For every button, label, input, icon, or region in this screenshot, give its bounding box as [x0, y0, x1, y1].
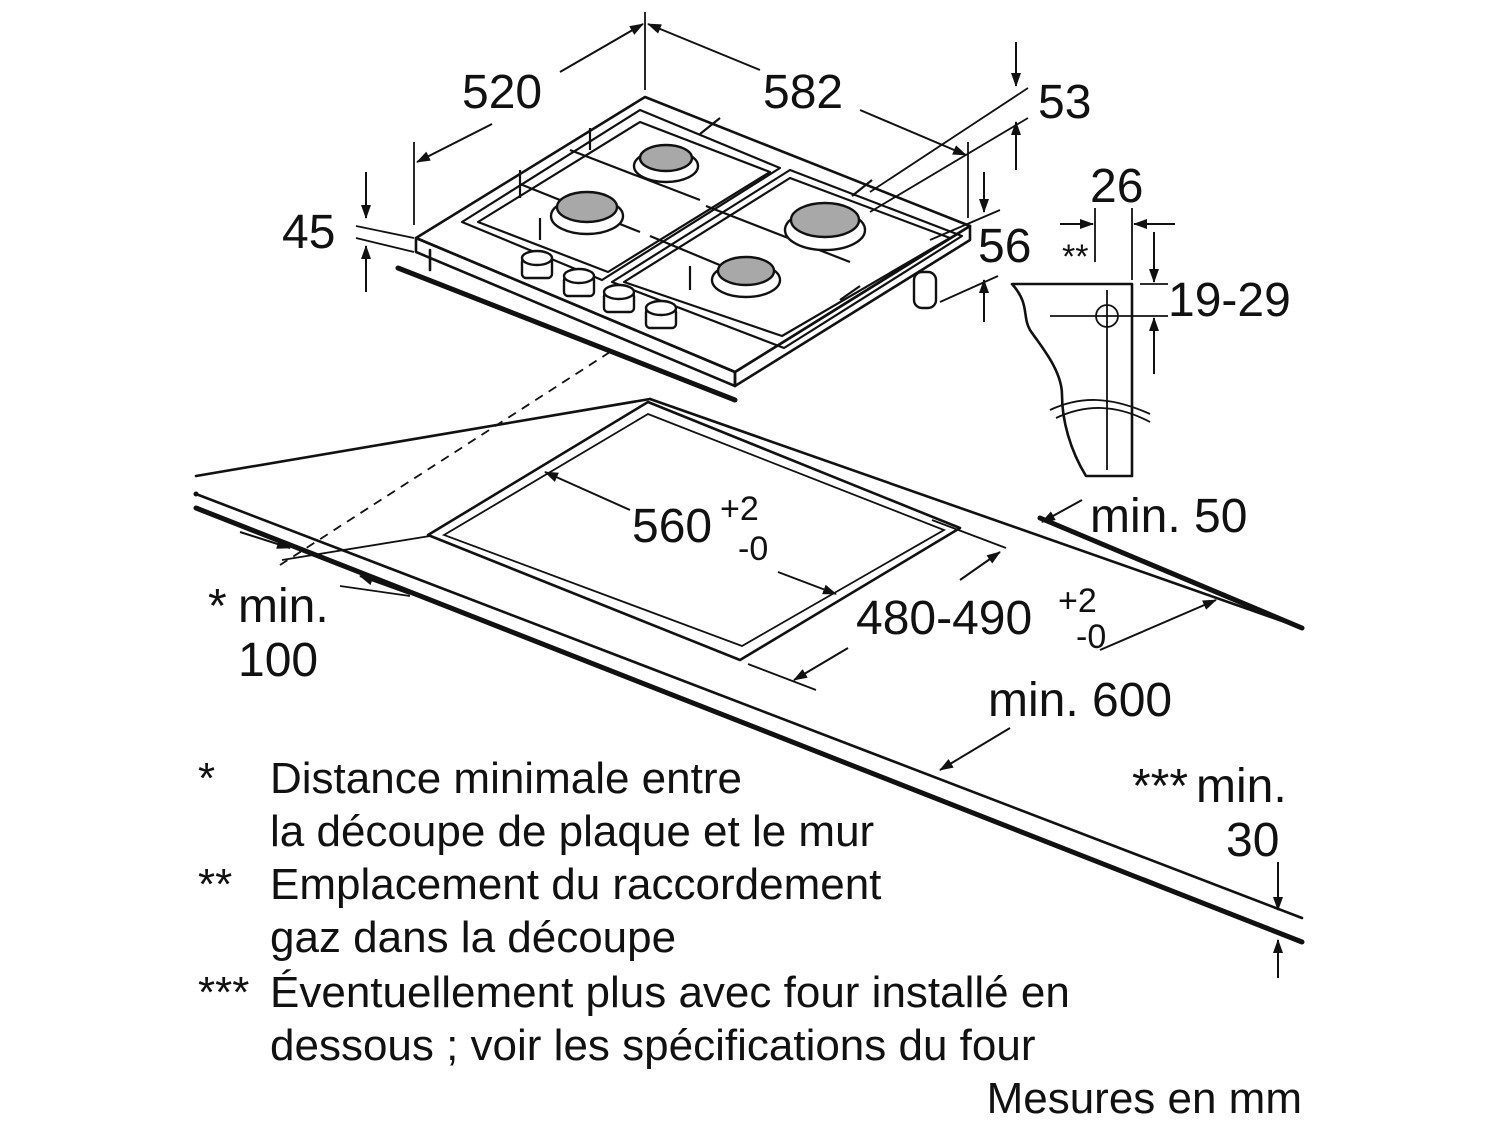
- cutout-width-base: 560: [632, 500, 712, 553]
- dim-min-wall: * min. 100: [208, 580, 329, 687]
- cutout: [426, 400, 962, 662]
- legend-line: dessous ; voir les spécifications du fou…: [270, 1021, 1036, 1070]
- connection-mark: **: [1062, 238, 1088, 276]
- cutout-depth-tol-minus: -0: [1076, 618, 1106, 656]
- control-knobs: [520, 249, 678, 330]
- cutout-depth-tol-plus: +2: [1058, 582, 1097, 620]
- legend-note-1: * Distance minimale entre la découpe de …: [198, 752, 1098, 858]
- units-note: Mesures en mm: [986, 1074, 1302, 1123]
- dimension-lines: [239, 12, 1283, 978]
- min-wall-label: min.: [238, 580, 329, 633]
- legend-line: Distance minimale entre: [270, 754, 742, 803]
- dim-depth: 520: [462, 66, 542, 119]
- min-wall-value: 100: [238, 634, 318, 687]
- legend-mark: **: [198, 860, 233, 909]
- burner-front-left: [549, 190, 625, 236]
- worktop: [193, 397, 1305, 945]
- min-below-value: 30: [1226, 814, 1279, 867]
- legend-line: gaz dans la découpe: [270, 913, 677, 962]
- dim-cutout-depth: 480-490 +2 -0: [856, 582, 1106, 656]
- dim-height-below: 56: [978, 220, 1031, 273]
- legend-note-2: ** Emplacement du raccordement gaz dans …: [198, 858, 1098, 964]
- dim-cutout-width: 560 +2 -0: [632, 490, 768, 568]
- min-below-mark: ***: [1132, 760, 1188, 813]
- dim-min-back: min. 50: [1090, 490, 1247, 543]
- burner-front-right: [710, 255, 782, 299]
- dim-connection-offset: 26: [1090, 160, 1143, 213]
- projection-line: [279, 351, 611, 566]
- dim-min-below: *** min. 30: [1132, 760, 1287, 867]
- legend-note-3: *** Éventuellement plus avec four instal…: [198, 966, 1198, 1072]
- legend-mark: ***: [198, 968, 250, 1017]
- dim-min-worktop: min. 600: [988, 674, 1172, 727]
- dim-connection-range: 19-29: [1168, 274, 1291, 327]
- dim-height-top: 45: [282, 206, 335, 259]
- cutout-width-tol-plus: +2: [720, 490, 759, 528]
- min-wall-mark: *: [208, 580, 227, 633]
- dim-width: 582: [763, 66, 843, 119]
- cutout-depth-base: 480-490: [856, 592, 1032, 645]
- legend-line: Emplacement du raccordement: [270, 860, 882, 909]
- dim-height-total: 53: [1038, 76, 1091, 129]
- legend-mark: *: [198, 754, 216, 803]
- legend-line: Éventuellement plus avec four installé e…: [270, 968, 1070, 1017]
- section-detail: [1010, 208, 1175, 478]
- min-below-label: min.: [1196, 760, 1287, 813]
- hob: [395, 95, 972, 403]
- legend-line: la découpe de plaque et le mur: [270, 807, 875, 856]
- cutout-width-tol-minus: -0: [738, 530, 768, 568]
- burner-back-right: [783, 201, 867, 252]
- burner-back-left: [632, 143, 700, 184]
